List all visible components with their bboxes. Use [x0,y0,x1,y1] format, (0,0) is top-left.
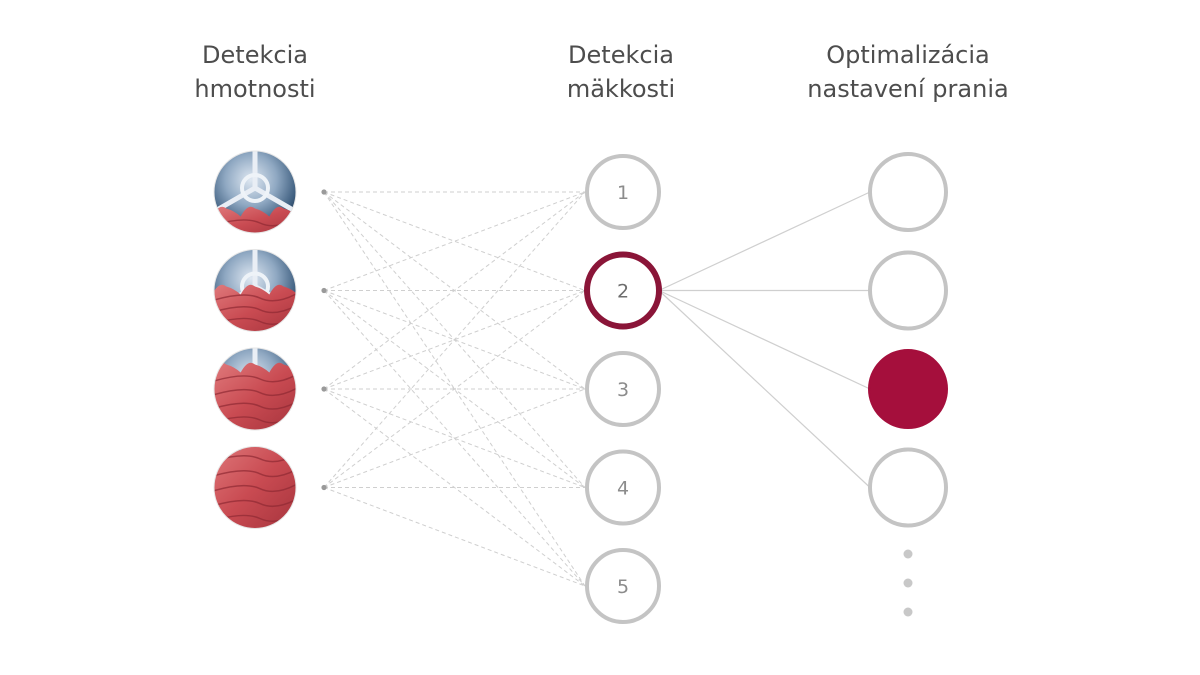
softness-nodes: 1 2 3 4 5 [587,156,659,622]
output-connection-line [659,291,870,390]
softness-node-label: 1 [617,182,629,204]
continuation-dot [904,608,913,617]
weight-connector-dot [321,485,326,490]
continuation-dot [904,579,913,588]
continuation-dot [904,550,913,559]
optimization-node [870,154,946,230]
softness-node-label: 3 [617,379,629,401]
load-level-4-image [212,441,298,531]
weight-connector-dot [321,288,326,293]
fabric-fill [212,363,298,432]
dashed-connection-line [324,291,585,587]
weight-connector-dot [321,189,326,194]
softness-node-label: 5 [617,576,629,598]
dashed-connection-line [324,389,585,586]
optimization-node [870,253,946,329]
load-level-3-image [212,344,298,432]
dashed-connection-line [324,488,585,587]
load-level-2-image [212,246,298,334]
weight-nodes [212,147,327,531]
optimization-nodes [869,154,947,617]
output-connection-line [659,291,870,488]
softness-node-label: 4 [617,478,629,500]
optimization-node [870,450,946,526]
output-connection-line [659,192,870,291]
optimization-node-selected [869,350,947,428]
softness-node-label: 2 [617,281,629,303]
load-level-1-image [212,147,298,235]
weight-connector-dot [321,386,326,391]
